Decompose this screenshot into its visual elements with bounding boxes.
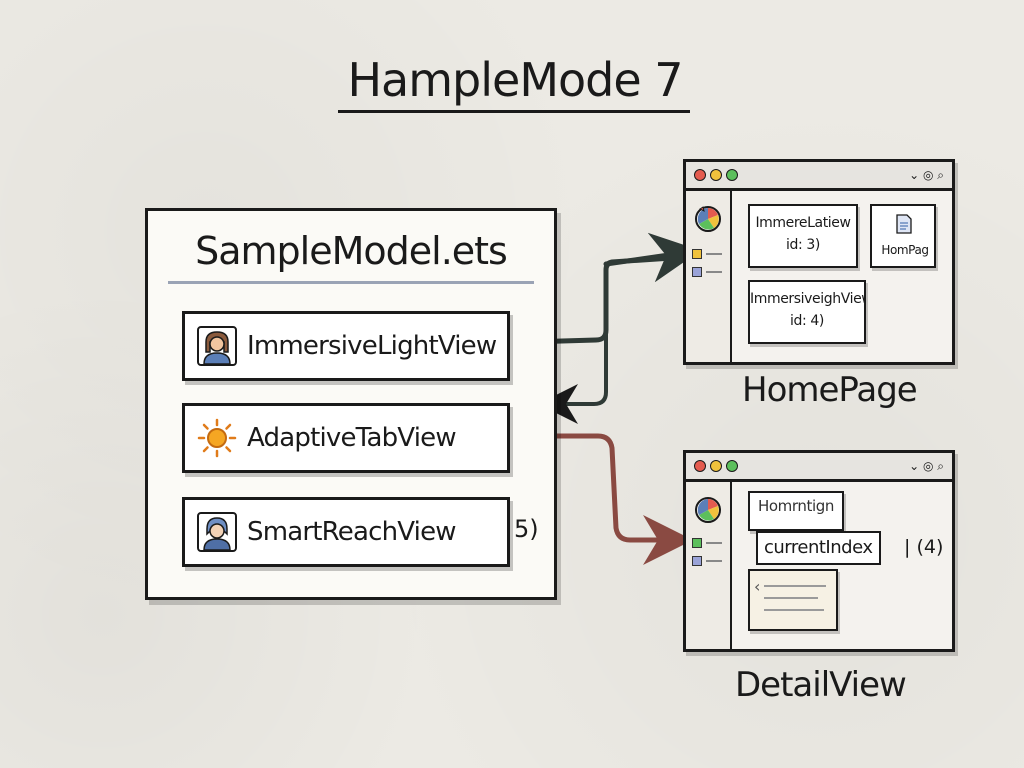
home-card-homepage[interactable]: HomPag: [870, 204, 936, 268]
model-item-adaptive-tab-view[interactable]: AdaptiveTabView: [182, 403, 510, 473]
sidebar-line: [706, 271, 722, 273]
homepage-window: ⌄ ◎ ⌕ ImmereLatiew id: 3) HomPag Immersi…: [683, 159, 955, 365]
minimize-dot-icon[interactable]: [710, 169, 722, 181]
model-title-divider: [168, 281, 534, 284]
home-card-immersive-2[interactable]: ImmersiveighView id: 4): [748, 280, 866, 344]
model-item-immersive-light-view[interactable]: ImmersiveLightView: [182, 311, 510, 381]
close-dot-icon[interactable]: [694, 460, 706, 472]
model-item-smart-reach-view[interactable]: SmartReachView: [182, 497, 510, 567]
sidebar-line: [706, 253, 722, 255]
model-item-suffix: 5): [514, 515, 539, 543]
current-index-row: currentIndex | (4): [756, 531, 956, 565]
card-id: id: 4): [790, 313, 824, 329]
page-title: HampleMode 7: [347, 53, 683, 107]
sidebar-square[interactable]: [692, 538, 702, 548]
sidebar-square[interactable]: [692, 249, 702, 259]
maximize-dot-icon[interactable]: [726, 460, 738, 472]
list-line: [764, 585, 826, 587]
card-title: HomPag: [881, 243, 929, 257]
home-card-immersive[interactable]: ImmereLatiew id: 3): [748, 204, 858, 268]
model-panel-title: SampleModel.ets: [195, 229, 508, 273]
window-titlebar: ⌄ ◎ ⌕: [686, 453, 952, 482]
card-title: ImmersiveighView: [750, 291, 866, 307]
arrow-adaptive-to-detail: [509, 433, 693, 565]
window-sidebar: [686, 482, 732, 649]
minimize-dot-icon[interactable]: [710, 460, 722, 472]
sidebar-line: [706, 560, 722, 562]
title-underline: [338, 110, 690, 113]
model-item-label: SmartReachView: [247, 517, 457, 547]
model-item-label: AdaptiveTabView: [247, 423, 457, 453]
current-index-value: | (4): [904, 536, 944, 558]
detail-card-text[interactable]: Homrntign: [748, 491, 844, 531]
window-controls-icon[interactable]: ⌄ ◎ ⌕: [909, 168, 944, 182]
sun-icon: [197, 418, 237, 458]
window-sidebar: [686, 191, 732, 362]
document-icon: [896, 214, 912, 234]
model-item-label: ImmersiveLightView: [247, 331, 497, 361]
app-logo-icon: [695, 497, 721, 523]
arrow-back-to-panel: [538, 328, 608, 424]
list-line: [764, 597, 818, 599]
sidebar-line: [706, 542, 722, 544]
window-controls-icon[interactable]: ⌄ ◎ ⌕: [909, 459, 944, 473]
maximize-dot-icon[interactable]: [726, 169, 738, 181]
close-dot-icon[interactable]: [694, 169, 706, 181]
homepage-label: HomePage: [742, 370, 918, 410]
person-icon: [197, 512, 237, 552]
detail-card-list[interactable]: ‹: [748, 569, 838, 631]
list-line: [764, 609, 824, 611]
sample-model-panel: SampleModel.ets ImmersiveLightView Ad: [145, 208, 557, 600]
window-titlebar: ⌄ ◎ ⌕: [686, 162, 952, 191]
card-id: id: 3): [786, 237, 820, 253]
detailview-window: ⌄ ◎ ⌕ Homrntign currentIndex | (4) ‹: [683, 450, 955, 652]
card-title: ImmereLatiew: [755, 215, 851, 231]
sidebar-square[interactable]: [692, 267, 702, 277]
app-logo-icon: [695, 206, 721, 232]
current-index-label: currentIndex: [756, 531, 881, 565]
person-icon: [197, 326, 237, 366]
sidebar-square[interactable]: [692, 556, 702, 566]
chevron-left-icon: ‹: [754, 577, 760, 596]
detailview-label: DetailView: [735, 665, 907, 705]
